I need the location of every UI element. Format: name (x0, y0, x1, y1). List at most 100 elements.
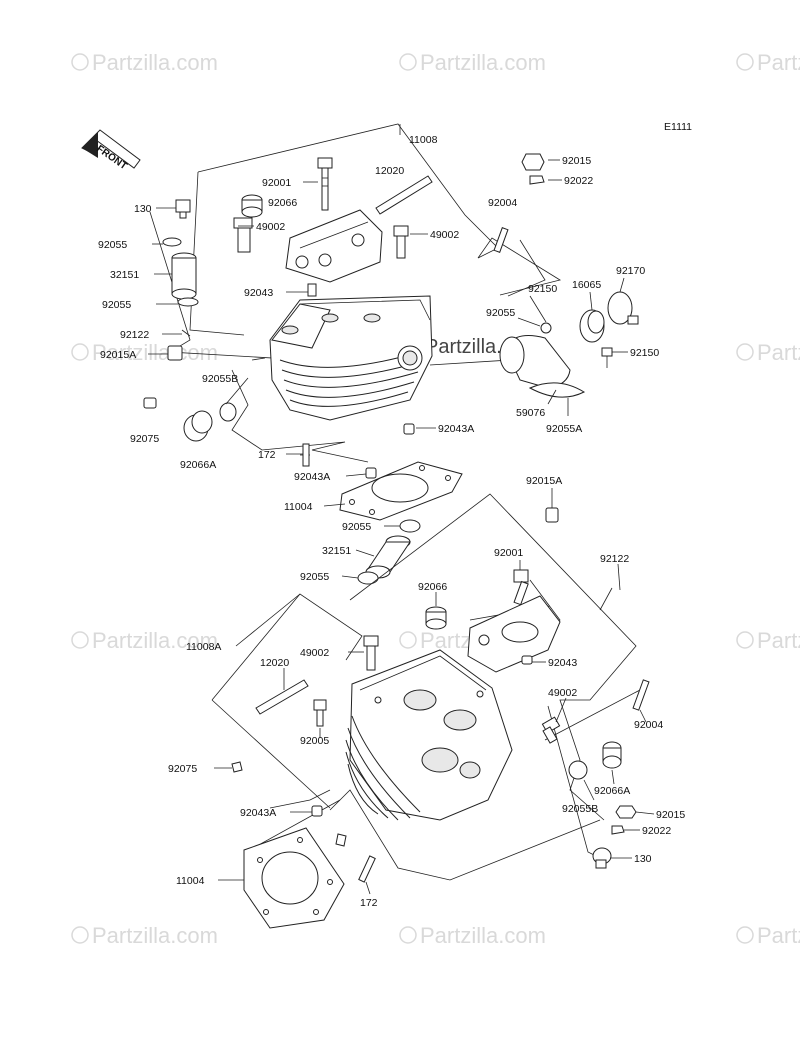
cylinder-head-bot (345, 649, 513, 821)
pin-92043A-mid (365, 467, 377, 479)
pin-92043-top (307, 283, 317, 297)
label-49002-top-l: 49002 (256, 221, 285, 233)
tappet-49002-bot-l (363, 635, 379, 671)
label-92015-tr: 92015 (562, 155, 591, 167)
label-92055-d: 92055 (342, 521, 371, 533)
label-11008A: 11008A (186, 641, 221, 653)
label-130-bot: 130 (634, 853, 652, 865)
washer-92022-bot (611, 825, 625, 835)
shaft-12020-top (375, 175, 433, 215)
bolt-130-bot (592, 847, 612, 869)
rocker-holder-bot (467, 595, 561, 673)
gasket-92055A (528, 382, 586, 398)
label-172-bot: 172 (360, 897, 378, 909)
watermark: Partzilla.com (736, 628, 800, 653)
label-59076: 59076 (516, 407, 545, 419)
label-92001-top: 92001 (262, 177, 291, 189)
svg-text:Partzilla.com: Partzilla.com (92, 923, 218, 948)
oring-92055-b (177, 297, 199, 307)
label-92022-bot: 92022 (642, 825, 671, 837)
cap-92066A-bot (602, 741, 622, 769)
label-92022-tr: 92022 (564, 175, 593, 187)
watermark: Partzilla.com (399, 923, 546, 948)
plug-92075-bot (231, 761, 243, 773)
leader-lines (148, 159, 655, 895)
tappet-49002-bot-r (541, 716, 561, 744)
oring-92055-e (357, 571, 379, 585)
label-16065: 16065 (572, 279, 601, 291)
pipe-32151-top (171, 252, 197, 300)
stud-172-top (302, 443, 310, 467)
cap-92066-top (241, 194, 263, 218)
nut-92015A-bot (545, 507, 559, 523)
stud-172-bot (358, 855, 376, 883)
cap-92066A-top (183, 410, 213, 442)
svg-text:Partzilla.com: Partzilla.com (92, 628, 218, 653)
pin-92043-bot (521, 655, 533, 665)
bolt-92150-b (601, 347, 613, 368)
bolt-92005 (313, 699, 327, 727)
label-49002-bot-r: 49002 (548, 687, 577, 699)
label-11008-top: 11008 (409, 134, 438, 146)
label-92055-c: 92055 (486, 307, 515, 319)
watermark: Partzilla.com (71, 628, 218, 653)
stud-92004-top (493, 227, 509, 253)
label-92122-bot: 92122 (600, 553, 629, 565)
watermark: Partzilla.com (71, 50, 218, 75)
label-49002-bot-l: 49002 (300, 647, 329, 659)
diagram-code: E1111 (664, 121, 692, 133)
label-92122-top: 92122 (120, 329, 149, 341)
label-32151-bot: 32151 (322, 545, 351, 557)
watermark: Partzilla.com (736, 340, 800, 365)
plug-92075-top (143, 397, 157, 409)
oring-92055B-bot (568, 760, 588, 780)
label-92055-a: 92055 (98, 239, 127, 251)
pin-92122-top (181, 329, 191, 337)
cylinder-head-top (269, 295, 433, 421)
label-92043A-mid: 92043A (294, 471, 330, 483)
label-92043-bot: 92043 (548, 657, 577, 669)
svg-text:Partzilla.com: Partzilla.com (420, 923, 546, 948)
label-92004-bot: 92004 (634, 719, 663, 731)
joint-16065 (579, 309, 605, 343)
nut-92015A-top (167, 345, 183, 361)
oring-92055-d (399, 519, 421, 533)
label-92075-top: 92075 (130, 433, 159, 445)
label-49002-top-r: 49002 (430, 229, 459, 241)
part-labels: 11008 12020 92001 92066 49002 49002 9201… (98, 134, 685, 909)
gasket-11004-bot (243, 827, 345, 929)
label-92066-top: 92066 (268, 197, 297, 209)
label-92055B-bot: 92055B (562, 803, 598, 815)
pin-bot-mid (335, 833, 347, 847)
cap-92066-bot (425, 606, 447, 630)
label-92170: 92170 (616, 265, 645, 277)
label-11004-top: 11004 (284, 501, 313, 513)
label-92075-bot: 92075 (168, 763, 197, 775)
label-92043A-r: 92043A (438, 423, 474, 435)
label-172-top: 172 (258, 449, 276, 461)
label-32151-top: 32151 (110, 269, 139, 281)
label-11004-bot: 11004 (176, 875, 205, 887)
nut-92015-bot (615, 805, 637, 819)
label-92015-bot: 92015 (656, 809, 685, 821)
label-92001-bot: 92001 (494, 547, 523, 559)
label-92055-b: 92055 (102, 299, 131, 311)
label-92066-bot: 92066 (418, 581, 447, 593)
watermark: Partzilla.com (736, 923, 800, 948)
label-12020-bot: 12020 (260, 657, 289, 669)
watermark: Partzilla.com (71, 340, 218, 365)
oring-92055B-top (219, 402, 237, 422)
label-92055A: 92055A (546, 423, 582, 435)
label-92055-e: 92055 (300, 571, 329, 583)
svg-text:Partzilla.com: Partzilla.com (757, 50, 800, 75)
bolt-130-top (175, 199, 191, 219)
label-92015A-bot: 92015A (526, 475, 562, 487)
tappet-49002-top-l (233, 217, 253, 253)
svg-text:Partzilla.com: Partzilla.com (757, 923, 800, 948)
svg-text:Partzilla.com: Partzilla.com (92, 340, 218, 365)
rocker-holder-top (285, 209, 383, 283)
clamp-92170 (607, 291, 639, 325)
label-92043A-bot: 92043A (240, 807, 276, 819)
front-arrow-icon: FRONT (81, 129, 141, 172)
